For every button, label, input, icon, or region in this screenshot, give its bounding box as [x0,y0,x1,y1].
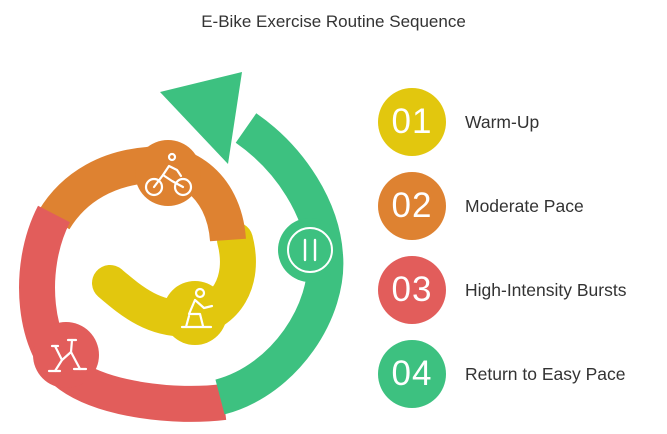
step-label: Return to Easy Pace [465,364,626,384]
exercise-bike-icon [33,322,99,388]
step-high-intensity: 03 High-Intensity Bursts [378,256,667,332]
cycling-icon [135,140,201,206]
step-number-badge: 02 [378,172,446,240]
step-label: High-Intensity Bursts [465,280,627,300]
page-title: E-Bike Exercise Routine Sequence [201,12,466,31]
step-return-easy: 04 Return to Easy Pace [378,340,667,416]
step-label: Moderate Pace [465,196,584,216]
pause-icon [278,218,342,282]
step-warm-up: 01 Warm-Up [378,88,667,164]
cyclist-icon [163,281,227,345]
step-number-badge: 03 [378,256,446,324]
step-number-badge: 04 [378,340,446,408]
step-label: Warm-Up [465,112,540,132]
step-moderate-pace: 02 Moderate Pace [378,172,667,248]
arrow-head [160,72,242,164]
step-number-badge: 01 [378,88,446,156]
